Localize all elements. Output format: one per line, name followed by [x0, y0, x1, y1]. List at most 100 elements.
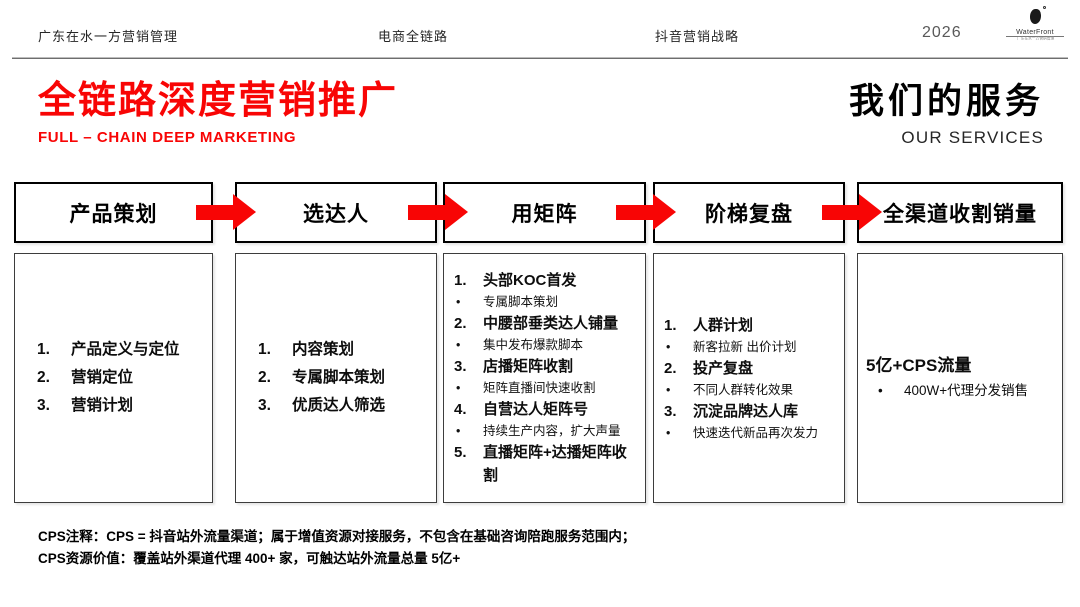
list-item-text: 优质达人筛选	[292, 397, 386, 414]
list-item: • 集中发布爆款脚本	[454, 335, 639, 355]
list-item: 4.自营达人矩阵号	[454, 398, 639, 421]
stage-header-label: 阶梯复盘	[705, 202, 793, 226]
stage-header-label: 用矩阵	[511, 202, 578, 226]
number-marker: 4.	[454, 401, 467, 418]
waterfront-logo-icon	[1029, 6, 1046, 24]
logo-subtext: 广东在水一方营销管理	[1017, 37, 1055, 41]
number-marker: 3.	[664, 402, 677, 420]
list-item: 3. 沉淀品牌达人库	[664, 400, 838, 423]
list-item: 2. 中腰部垂类达人铺量	[454, 312, 639, 335]
stage-header-box: 选达人	[235, 182, 437, 243]
list-item-text: 5亿+CPS流量	[866, 356, 972, 375]
list-item-text: 投产复盘	[693, 359, 754, 377]
footnotes: CPS注释：CPS = 抖音站外流量渠道；属于增值资源对接服务，不包含在基础咨询…	[38, 526, 635, 570]
list-item: 1. 产品定义与定位	[37, 336, 206, 364]
list-item-text: 产品定义与定位	[71, 341, 180, 358]
list-item-text: 专属脚本策划	[483, 295, 559, 309]
bullet-marker: •	[878, 383, 883, 398]
page-title-block: 全链路深度营销推广 FULL – CHAIN DEEP MARKETING	[38, 76, 398, 146]
list-item-text: 持续生产内容，扩大声量	[483, 424, 621, 438]
stage-item-list: 5亿+CPS流量 • 400W+代理分发销售	[858, 353, 1062, 403]
list-item-text: 新客拉新 出价计划	[693, 339, 797, 354]
stage-header-label: 产品策划	[69, 202, 158, 226]
list-item-text: 400W+代理分发销售	[904, 383, 1029, 398]
logo-text: WaterFront	[1006, 29, 1064, 37]
list-item-text: 快速迭代新品再次发力	[693, 425, 819, 440]
stage-header-box: 阶梯复盘	[653, 182, 845, 243]
list-item: 2.专属脚本策划	[258, 364, 430, 392]
list-item: • 快速迭代新品再次发力	[664, 423, 838, 443]
footnote-line-2: CPS资源价值：覆盖站外渠道代理 400+ 家，可触达站外流量总量 5亿+	[38, 551, 461, 566]
number-marker: 2.	[37, 369, 50, 386]
bullet-marker: •	[456, 338, 461, 352]
nav-item-ecommerce: 电商全链路	[378, 29, 449, 44]
number-marker: 3.	[258, 397, 271, 414]
list-item: 2. 营销定位	[37, 364, 206, 392]
nav-item-company: 广东在水一方营销管理	[38, 29, 179, 44]
nav-item-douyin-strategy: 抖音营销战略	[655, 29, 740, 44]
number-marker: 3.	[454, 358, 467, 375]
list-item-text: 沉淀品牌达人库	[693, 402, 799, 420]
bullet-marker: •	[666, 339, 671, 354]
list-item: 3. 店播矩阵收割	[454, 355, 639, 378]
stage-header-label: 全渠道收割销量	[883, 202, 1037, 226]
brand-logo: WaterFront 广东在水一方营销管理	[1006, 6, 1064, 43]
flow-arrow-icon	[196, 194, 256, 231]
list-item-text: 不同人群转化效果	[693, 382, 794, 397]
stage-body-box: 5亿+CPS流量 • 400W+代理分发销售	[857, 253, 1063, 503]
list-item-text: 营销计划	[71, 397, 134, 414]
number-marker: 1.	[37, 341, 50, 358]
services-title: 我们的服务	[848, 82, 1044, 121]
bullet-marker: •	[456, 424, 461, 438]
stage-body-box: 1.人群计划 • 新客拉新 出价计划 2. 投产复盘 • 不同人群转化效果 3. 沉淀品牌达人库…	[653, 253, 845, 503]
services-title-block: 我们的服务 OUR SERVICES	[849, 80, 1044, 148]
stage-header-box: 产品策划	[14, 182, 213, 243]
stage-body-box: 1. 内容策划 2.专属脚本策划 3. 优质达人筛选	[235, 253, 437, 503]
list-item: 1. 内容策划	[258, 336, 430, 364]
list-item-text: 中腰部垂类达人铺量	[483, 315, 619, 332]
list-item: • 不同人群转化效果	[664, 380, 838, 400]
number-marker: 5.	[454, 444, 467, 461]
flow-arrow-icon	[408, 194, 468, 231]
stage-item-list: 1. 内容策划 2.专属脚本策划 3. 优质达人筛选	[236, 336, 436, 420]
list-item-text: 直播矩阵+达播矩阵收割	[483, 444, 627, 484]
list-item: 1.人群计划	[664, 314, 838, 337]
page-title: 全链路深度营销推广	[38, 80, 399, 122]
list-item: 1. 头部KOC首发	[454, 269, 639, 292]
page-title-en: FULL – CHAIN DEEP MARKETING	[38, 129, 297, 146]
services-title-en: OUR SERVICES	[901, 128, 1044, 147]
footnote-line-1: CPS注释：CPS = 抖音站外流量渠道；属于增值资源对接服务，不包含在基础咨询…	[38, 529, 636, 544]
number-marker: 2.	[454, 315, 467, 332]
header-divider	[12, 57, 1068, 59]
list-item: • 新客拉新 出价计划	[664, 337, 838, 357]
stage-header-label: 选达人	[303, 202, 369, 226]
bullet-marker: •	[666, 382, 671, 397]
stage-item-list: 1. 产品定义与定位 2. 营销定位 3.营销计划	[15, 336, 212, 420]
list-item-text: 店播矩阵收割	[483, 358, 574, 375]
bullet-marker: •	[666, 425, 671, 440]
number-marker: 2.	[258, 369, 271, 386]
list-item: •专属脚本策划	[454, 292, 639, 312]
list-item-text: 集中发布爆款脚本	[483, 338, 584, 352]
list-item-text: 营销定位	[71, 369, 134, 386]
list-item-text: 头部KOC首发	[483, 272, 577, 289]
stage-header-box: 全渠道收割销量	[857, 182, 1063, 243]
number-marker: 1.	[454, 272, 467, 289]
number-marker: 1.	[664, 316, 677, 334]
list-item: 3. 优质达人筛选	[258, 392, 430, 420]
bullet-marker: •	[456, 381, 461, 395]
list-item: 3.营销计划	[37, 392, 206, 420]
list-item: •矩阵直播间快速收割	[454, 378, 639, 398]
flow-arrow-icon	[822, 194, 882, 231]
year-label: 2026	[922, 24, 962, 41]
list-item-text: 内容策划	[292, 341, 355, 358]
number-marker: 2.	[664, 359, 677, 377]
stage-item-list: 1.人群计划 • 新客拉新 出价计划 2. 投产复盘 • 不同人群转化效果 3. 沉淀品牌达人库…	[654, 314, 844, 443]
stage-body-box: 1. 产品定义与定位 2. 营销定位 3.营销计划	[14, 253, 213, 503]
flow-arrow-icon	[616, 194, 676, 231]
number-marker: 1.	[258, 341, 271, 358]
